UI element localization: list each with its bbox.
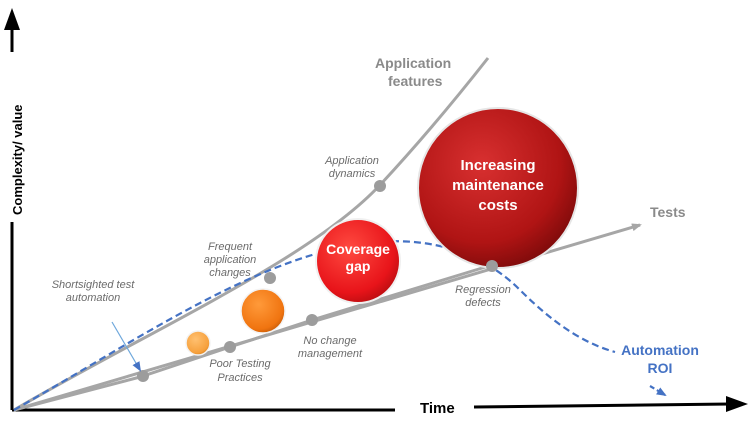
x-axis-arrow-icon bbox=[726, 396, 748, 412]
point-no-change bbox=[306, 314, 318, 326]
no-change-label-1: No change bbox=[303, 335, 356, 347]
features-label-2: features bbox=[388, 73, 443, 89]
shortsighted-pointer bbox=[111, 321, 142, 372]
roi-curve bbox=[13, 240, 616, 411]
tests-label: Tests bbox=[650, 204, 686, 220]
poor-testing-label-2: Practices bbox=[217, 372, 263, 384]
y-axis-label: Complexity/ value bbox=[10, 104, 25, 215]
x-axis: Time bbox=[12, 396, 748, 417]
maintenance-label-3: costs bbox=[478, 197, 517, 214]
y-axis-arrow-icon bbox=[4, 8, 20, 30]
x-axis-label: Time bbox=[420, 400, 455, 417]
no-change-label-2: management bbox=[298, 348, 363, 360]
point-poor-testing bbox=[224, 341, 236, 353]
point-frequent bbox=[264, 272, 276, 284]
maintenance-bubble: Increasing maintenance costs bbox=[417, 107, 579, 269]
regression-label-1: Regression bbox=[455, 284, 511, 296]
frequent-label-1: Frequent bbox=[208, 241, 253, 253]
roi-curve-end bbox=[649, 385, 667, 397]
point-regression bbox=[486, 260, 498, 272]
regression-label-2: defects bbox=[465, 297, 501, 309]
coverage-bubble: Coverage gap bbox=[315, 218, 401, 304]
dynamics-label-1: Application bbox=[324, 155, 379, 167]
poor-testing-label-1: Poor Testing bbox=[209, 358, 271, 370]
maintenance-label-1: Increasing bbox=[460, 157, 535, 174]
shortsighted-label-2: automation bbox=[66, 292, 120, 304]
roi-label-1: Automation bbox=[621, 342, 699, 358]
roi-label-2: ROI bbox=[648, 360, 673, 376]
features-label-1: Application bbox=[375, 55, 451, 71]
orange-bubble bbox=[240, 288, 286, 334]
features-curve bbox=[13, 57, 490, 412]
coverage-label-2: gap bbox=[346, 258, 371, 274]
point-shortsighted bbox=[137, 370, 149, 382]
point-dynamics bbox=[374, 180, 386, 192]
coverage-label-1: Coverage bbox=[326, 241, 390, 257]
shortsighted-label-1: Shortsighted test bbox=[52, 279, 135, 291]
frequent-label-3: changes bbox=[209, 267, 251, 279]
frequent-label-2: application bbox=[204, 254, 257, 266]
dynamics-label-2: dynamics bbox=[329, 168, 376, 180]
light-orange-bubble bbox=[185, 330, 211, 356]
y-axis: Complexity/ value bbox=[4, 8, 25, 410]
maintenance-label-2: maintenance bbox=[452, 177, 544, 194]
